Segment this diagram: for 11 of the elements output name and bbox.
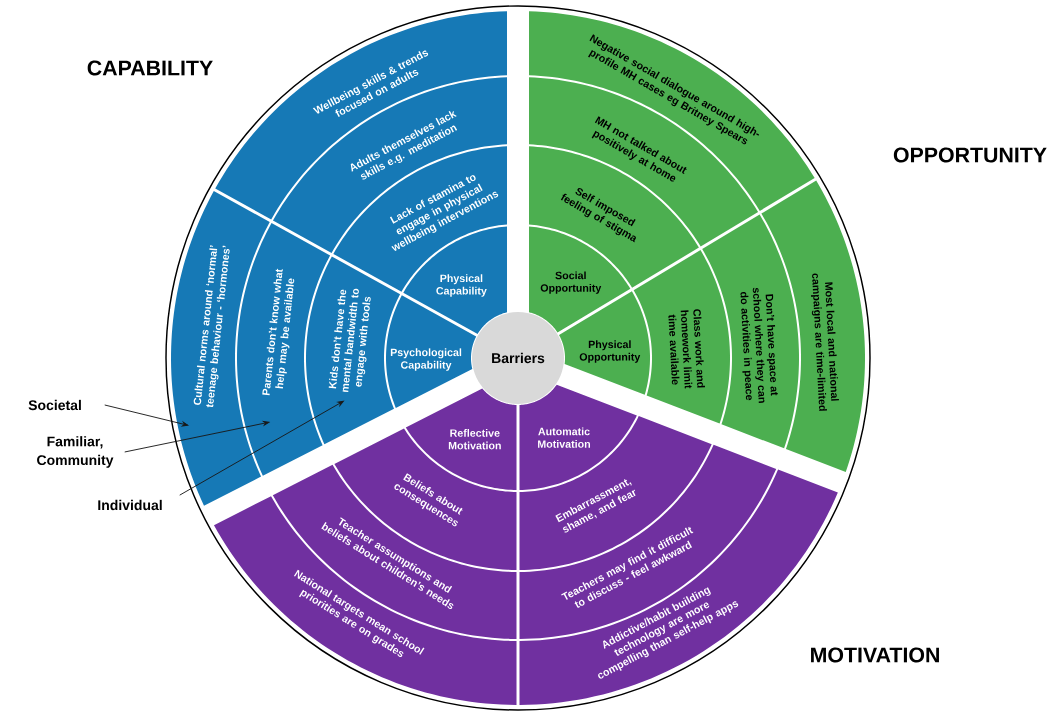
leader-line (104, 404, 189, 427)
sector-heading: OPPORTUNITY (893, 147, 1047, 163)
node-label: Most local and national campaigns are time-limited (810, 273, 839, 411)
level-label: Individual (98, 499, 162, 511)
node-label: Reflective Motivation (448, 429, 501, 450)
leader-line (124, 420, 270, 453)
sector-heading: CAPABILITY (87, 60, 213, 76)
level-label: Societal (28, 399, 81, 411)
leader-line (179, 400, 344, 496)
level-label: Familiar, Community (37, 436, 114, 468)
node-label: Cultural norms around ‘normal’ teenage behaviour - ‘hormones’ (193, 245, 230, 408)
